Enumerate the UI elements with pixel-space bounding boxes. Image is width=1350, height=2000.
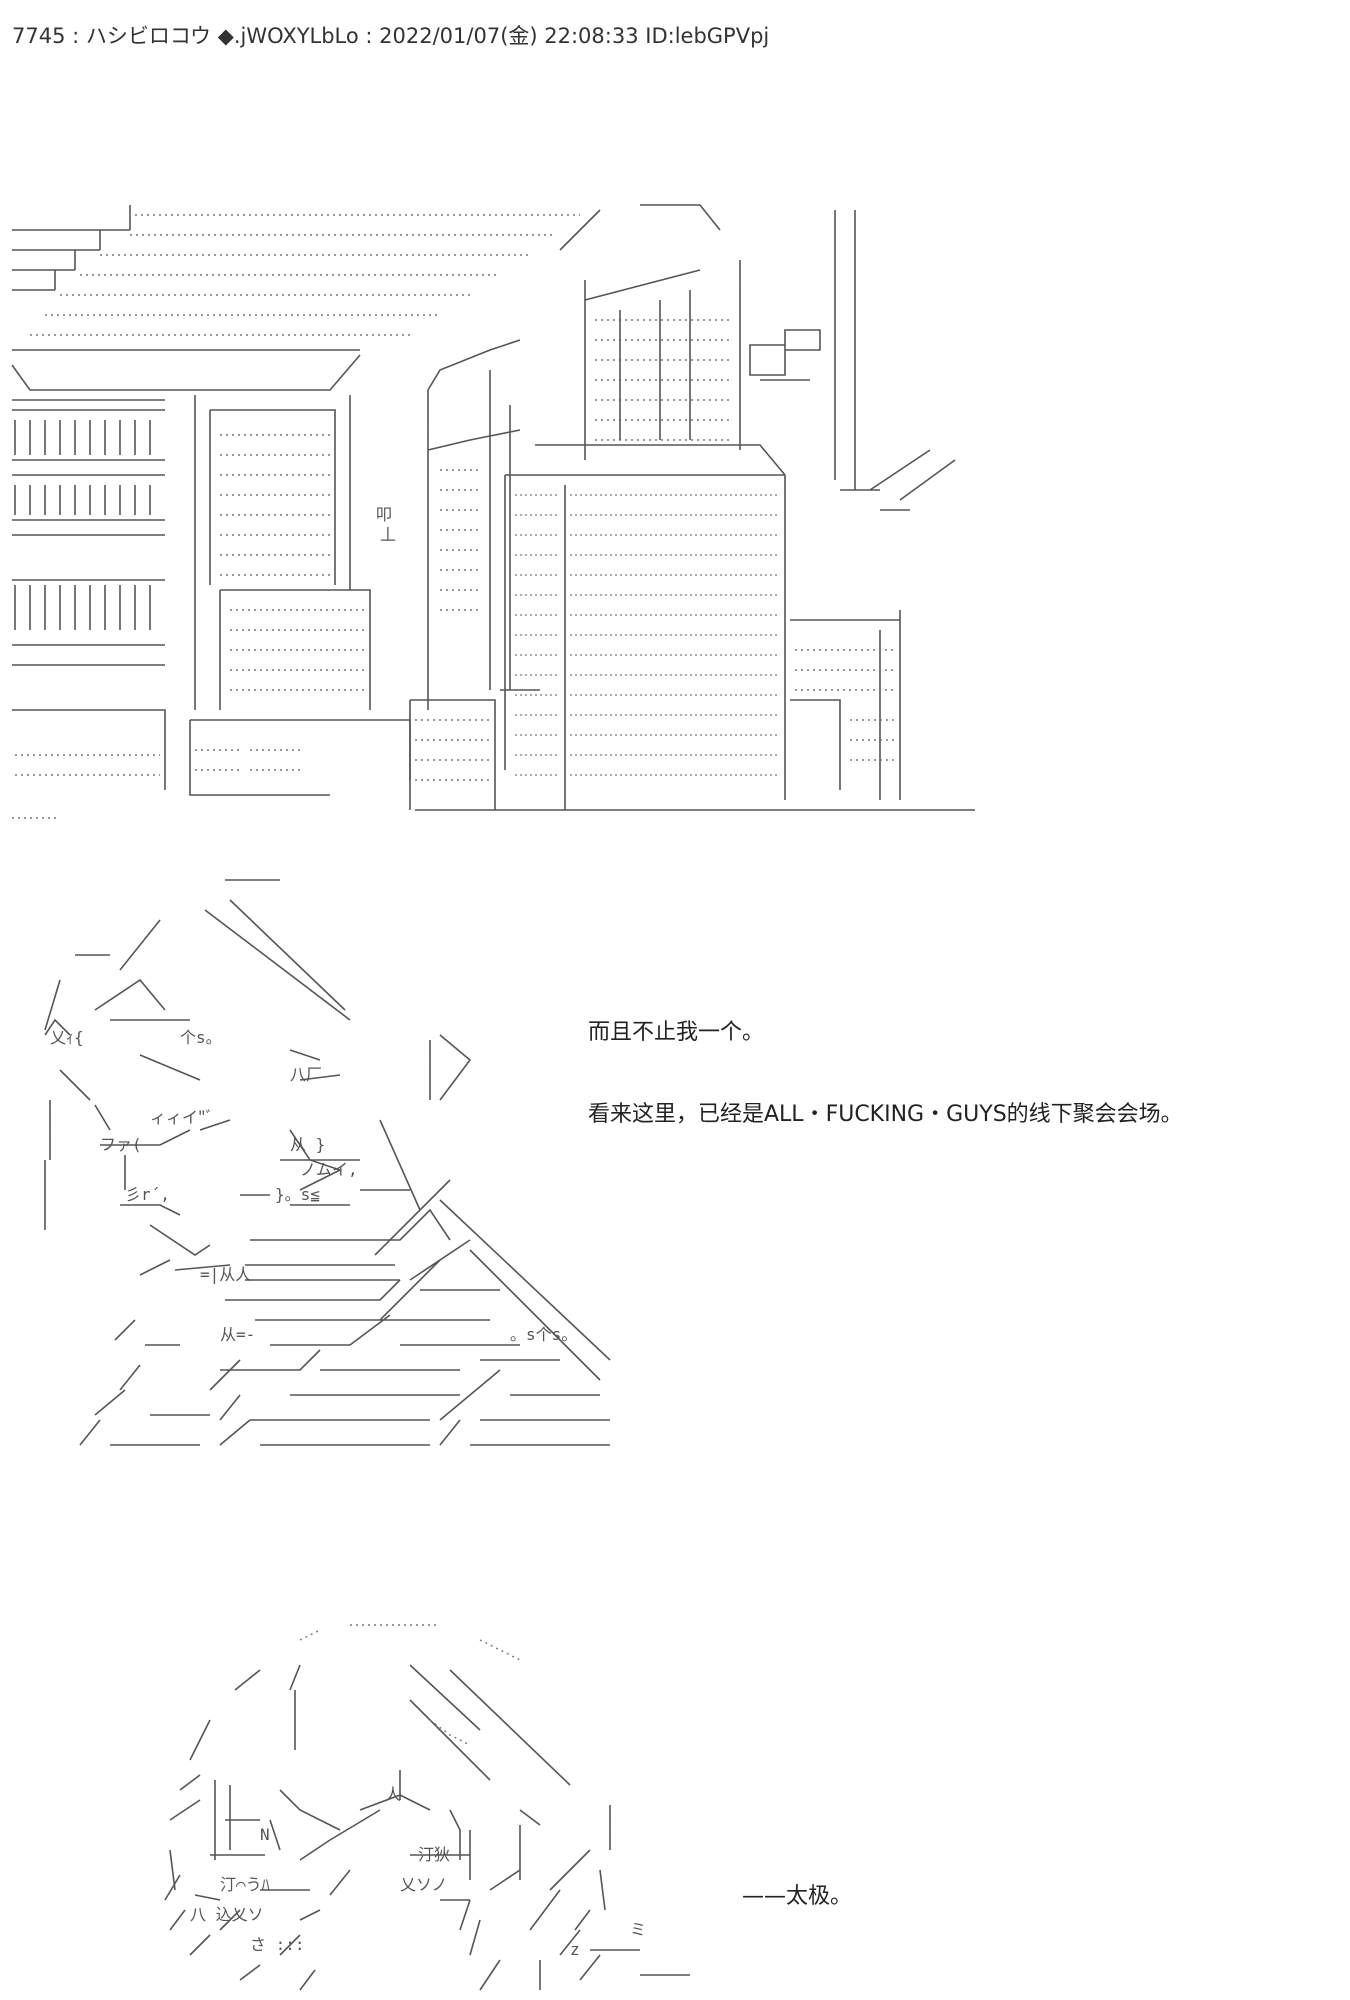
character-portrait-art: 乂ｨ{ 个s。 八厂 ィィイ"ﾞ ファ( 从 } ノムイ, 彡r´, }。s≦ … (0, 860, 1350, 1460)
svg-text:个s。: 个s。 (180, 1028, 222, 1047)
svg-text:汀狄: 汀狄 (418, 1845, 450, 1864)
svg-text:さ :::: さ ::: (250, 1935, 305, 1954)
svg-text:八 込乂ソ: 八 込乂ソ (190, 1905, 264, 1924)
character-portrait-drawing: 乂ｨ{ 个s。 八厂 ィィイ"ﾞ ファ( 从 } ノムイ, 彡r´, }。s≦ … (44, 879, 611, 1446)
svg-text:N: N (260, 1825, 270, 1844)
svg-text:彡r´,: 彡r´, (125, 1185, 170, 1204)
caption-line-2: 看来这里，已经是ALL・FUCKING・GUYS的线下聚会会场。 (588, 1102, 1183, 1127)
svg-text:ファ(: ファ( (100, 1135, 142, 1154)
post-header: 7745 : ハシビロコウ ◆.jWOXYLbLo : 2022/01/07(金… (12, 24, 770, 48)
street-scene-drawing: 叩 丄 (11, 204, 975, 819)
street-scene-art: 叩 丄 (0, 190, 1350, 830)
svg-text:丄: 丄 (380, 525, 396, 544)
svg-text:z: z (570, 1940, 580, 1959)
svg-text:汀⌒うﾊ: 汀⌒うﾊ (220, 1875, 270, 1894)
svg-text:叩: 叩 (376, 505, 392, 524)
svg-text:人: 人 (385, 1785, 401, 1804)
svg-text:乂ｨ{: 乂ｨ{ (50, 1028, 84, 1047)
character-closeup-art: 人 N 汀狄 汀⌒うﾊ 乂ソノ 八 込乂ソ さ ::: z ミ (0, 1610, 1350, 2000)
svg-text:ィィイ"ﾞ: ィィイ"ﾞ (150, 1108, 214, 1127)
svg-text:从=-: 从=- (220, 1325, 255, 1344)
svg-text:。s个s。: 。s个s。 (510, 1325, 577, 1344)
svg-text:从 }: 从 } (290, 1135, 325, 1154)
svg-text:ノムイ,: ノムイ, (300, 1160, 358, 1179)
svg-text:ミ: ミ (630, 1920, 646, 1939)
caption-line-3: ——太极。 (742, 1884, 853, 1909)
caption-line-1: 而且不止我一个。 (588, 1020, 765, 1045)
svg-text:}。s≦: }。s≦ (275, 1185, 320, 1204)
svg-text:=|从人: =|从人 (200, 1265, 251, 1284)
svg-text:乂ソノ: 乂ソノ (400, 1875, 448, 1894)
svg-text:八厂: 八厂 (290, 1065, 322, 1084)
character-closeup-drawing: 人 N 汀狄 汀⌒うﾊ 乂ソノ 八 込乂ソ さ ::: z ミ (164, 1624, 690, 1991)
